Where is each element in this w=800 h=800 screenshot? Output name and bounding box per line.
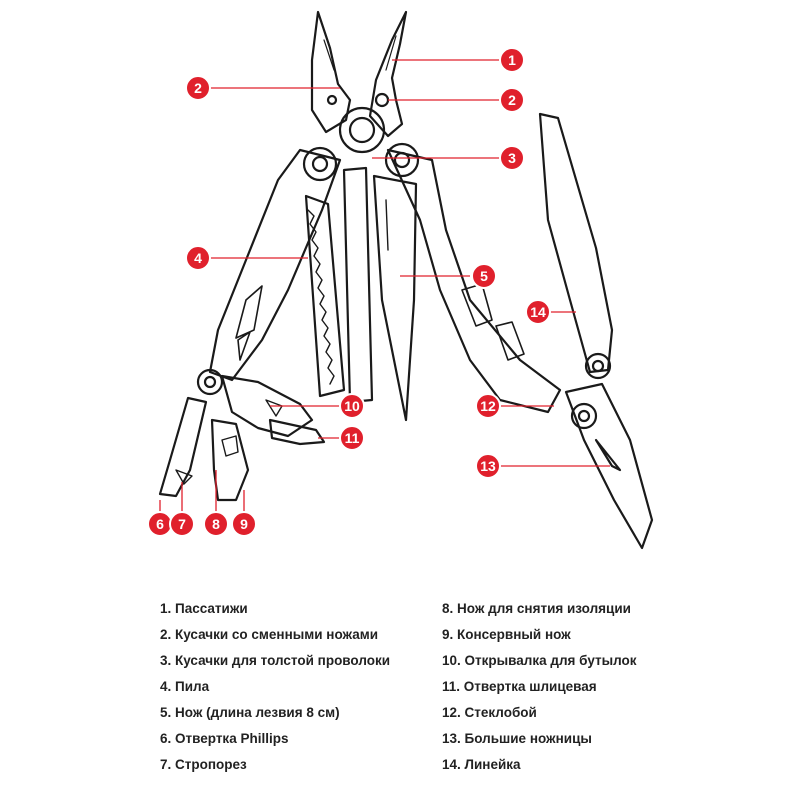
callout-circle	[499, 145, 525, 171]
right-handle	[386, 148, 562, 414]
callout-marker-6: 6	[147, 511, 173, 537]
callout-number: 2	[194, 80, 202, 96]
callout-circle	[471, 263, 497, 289]
callout-marker-8: 8	[203, 511, 229, 537]
callout-marker-10: 10	[339, 393, 365, 419]
callout-number: 8	[212, 516, 220, 532]
callout-number: 4	[194, 250, 202, 266]
callout-marker-14: 14	[525, 299, 551, 325]
legend-item: 13. Большие ножницы	[442, 731, 592, 746]
callout-number: 6	[156, 516, 164, 532]
legend-item: 7. Стропорез	[160, 757, 247, 772]
legend-item: 2. Кусачки со сменными ножами	[160, 627, 379, 642]
ruler	[538, 112, 614, 374]
callout-number: 10	[344, 398, 360, 414]
callout-marker-13: 13	[475, 453, 501, 479]
legend-item: 6. Отвертка Phillips	[160, 731, 289, 746]
saw-blade	[304, 194, 346, 398]
callout-number: 9	[240, 516, 248, 532]
callout-circle	[231, 511, 257, 537]
callout-number: 5	[480, 268, 488, 284]
legend-item: 11. Отвертка шлицевая	[442, 679, 597, 694]
callout-circle	[339, 393, 365, 419]
callout-marker-7: 7	[169, 511, 195, 537]
callout-number: 11	[345, 430, 360, 446]
legend: 1. Пассатижи 2. Кусачки со сменными ножа…	[0, 596, 800, 800]
callout-circle	[499, 87, 525, 113]
callout-circle	[475, 393, 501, 419]
callout-circle	[203, 511, 229, 537]
callout-circle	[525, 299, 551, 325]
scissors	[564, 382, 654, 550]
callout-number: 2	[508, 92, 516, 108]
callout-marker-2: 2	[185, 75, 211, 101]
callout-circle	[499, 47, 525, 73]
legend-column-left: 1. Пассатижи 2. Кусачки со сменными ножа…	[160, 596, 390, 778]
left-handle	[208, 148, 342, 382]
callout-circle	[169, 511, 195, 537]
callout-circle	[339, 425, 365, 451]
legend-item: 1. Пассатижи	[160, 601, 248, 616]
wire-stripper	[210, 418, 250, 502]
callout-circle	[475, 453, 501, 479]
callout-number: 7	[178, 516, 186, 532]
callout-marker-5: 5	[471, 263, 497, 289]
callout-number: 3	[508, 150, 516, 166]
callout-circle	[185, 75, 211, 101]
callout-marker-1: 1	[499, 47, 525, 73]
phillips-screwdriver	[158, 396, 208, 498]
callout-marker-9: 9	[231, 511, 257, 537]
legend-item: 3. Кусачки для толстой проволоки	[160, 653, 391, 668]
knife-blade	[372, 174, 418, 422]
callout-leader-lines	[159, 59, 610, 512]
legend-item: 9. Консервный нож	[442, 627, 571, 642]
callout-number: 12	[480, 398, 496, 414]
callout-number: 1	[508, 52, 516, 68]
legend-column-right: 8. Нож для снятия изоляции 9. Консервный…	[442, 596, 637, 778]
callout-marker-12: 12	[475, 393, 501, 419]
legend-item: 10. Открывалка для бутылок	[442, 653, 637, 668]
pliers-right-jaw	[368, 10, 408, 138]
pliers-pivot	[338, 106, 386, 154]
legend-item: 14. Линейка	[442, 757, 521, 772]
callout-number: 14	[530, 304, 546, 320]
callout-marker-4: 4	[185, 245, 211, 271]
callout-number: 13	[480, 458, 496, 474]
legend-item: 12. Стеклобой	[442, 705, 537, 720]
callout-marker-11: 11	[339, 425, 365, 451]
callout-circle	[185, 245, 211, 271]
bottle-opener	[220, 374, 314, 438]
legend-item: 5. Нож (длина лезвия 8 см)	[160, 705, 340, 720]
legend-item: 4. Пила	[160, 679, 210, 694]
pliers-left-jaw	[310, 10, 352, 134]
multitool-illustration	[158, 10, 654, 550]
flat-screwdriver-tool	[268, 418, 326, 446]
legend-item: 8. Нож для снятия изоляции	[442, 601, 631, 616]
callout-marker-3: 3	[499, 145, 525, 171]
callout-marker-2: 2	[499, 87, 525, 113]
